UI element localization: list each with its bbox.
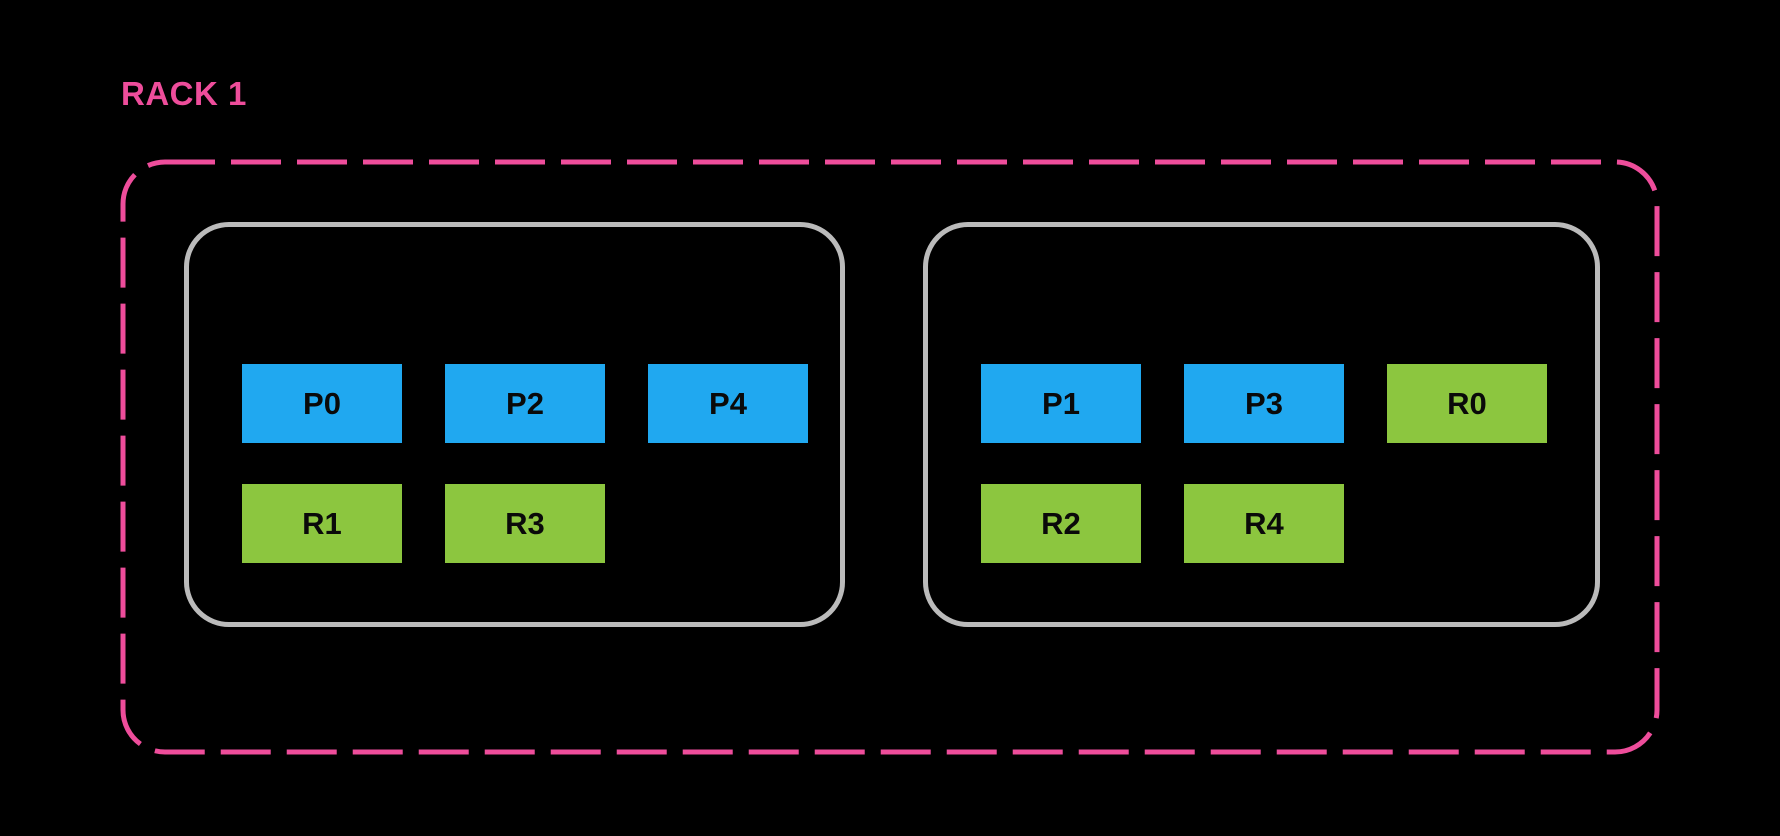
slot-P4: P4 <box>648 364 808 443</box>
node-box-left: P0 P2 P4 R1 R3 <box>184 222 845 627</box>
slot-R2: R2 <box>981 484 1141 563</box>
slot-R3: R3 <box>445 484 605 563</box>
node-right-slot-grid: P1 P3 R0 R2 R4 <box>981 364 1547 563</box>
slot-R1: R1 <box>242 484 402 563</box>
node-box-right: P1 P3 R0 R2 R4 <box>923 222 1600 627</box>
slot-P2: P2 <box>445 364 605 443</box>
node-left-slot-grid: P0 P2 P4 R1 R3 <box>242 364 808 563</box>
slot-P1: P1 <box>981 364 1141 443</box>
rack-title: RACK 1 <box>121 75 247 112</box>
slot-R4: R4 <box>1184 484 1344 563</box>
slot-P3: P3 <box>1184 364 1344 443</box>
rack-boundary <box>120 159 1660 755</box>
slot-R0: R0 <box>1387 364 1547 443</box>
slot-P0: P0 <box>242 364 402 443</box>
